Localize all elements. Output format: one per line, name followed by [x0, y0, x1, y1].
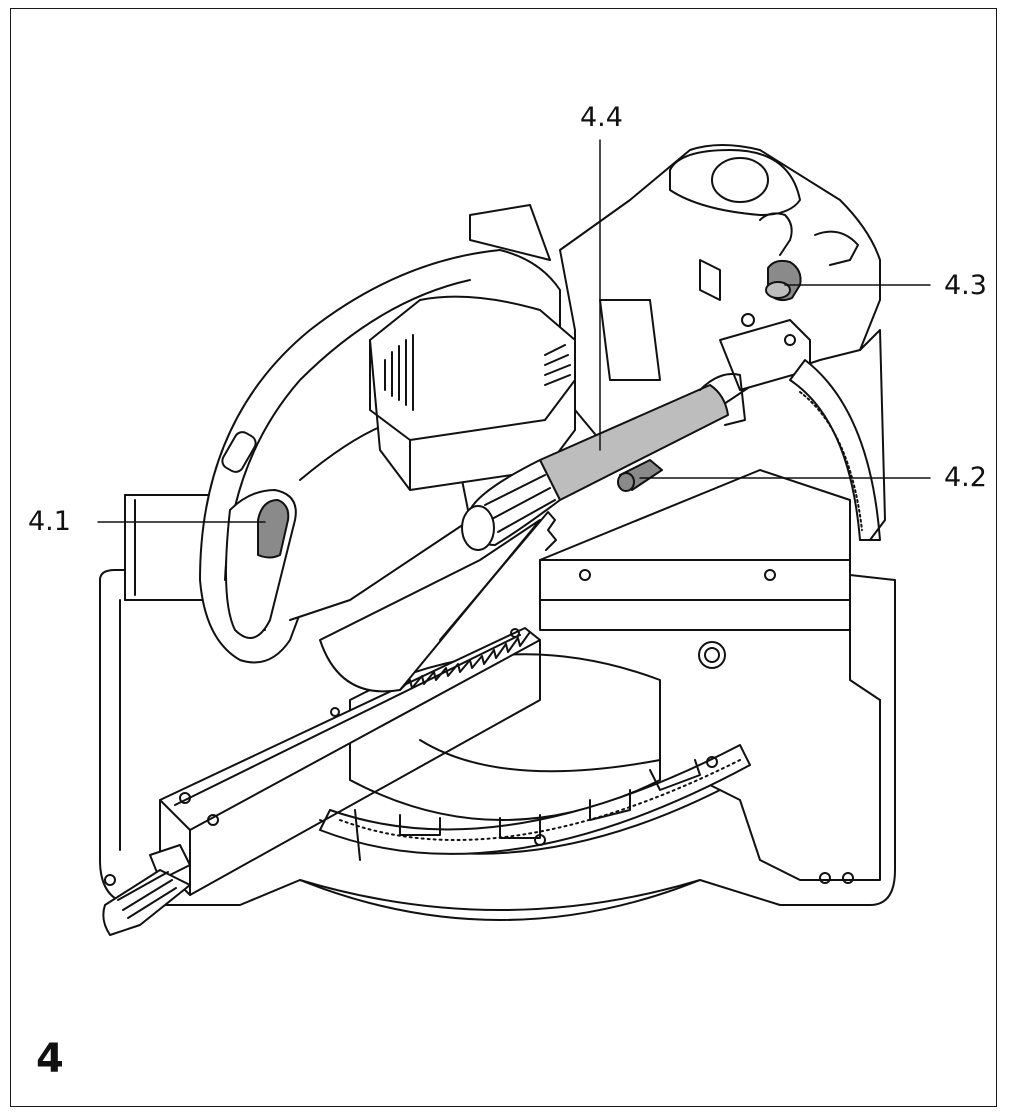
leader-lines — [97, 139, 931, 523]
callout-4-1: 4.1 — [28, 506, 71, 537]
lock-knob — [765, 259, 802, 302]
figure-number: 4 — [36, 1036, 64, 1082]
callout-4-4: 4.4 — [580, 102, 623, 133]
slide-bar — [461, 373, 746, 551]
fence-right — [539, 469, 851, 631]
saw-blade — [319, 511, 557, 693]
callout-4-2: 4.2 — [944, 462, 987, 493]
workpiece-support-rail — [102, 627, 541, 936]
fence-left — [124, 494, 211, 601]
adjusting-screw — [617, 459, 663, 492]
bevel-scale — [789, 329, 886, 541]
callout-4-3: 4.3 — [944, 270, 987, 301]
miter-scale — [319, 744, 751, 861]
figure-frame — [10, 8, 997, 1107]
motor-housing — [369, 295, 576, 491]
